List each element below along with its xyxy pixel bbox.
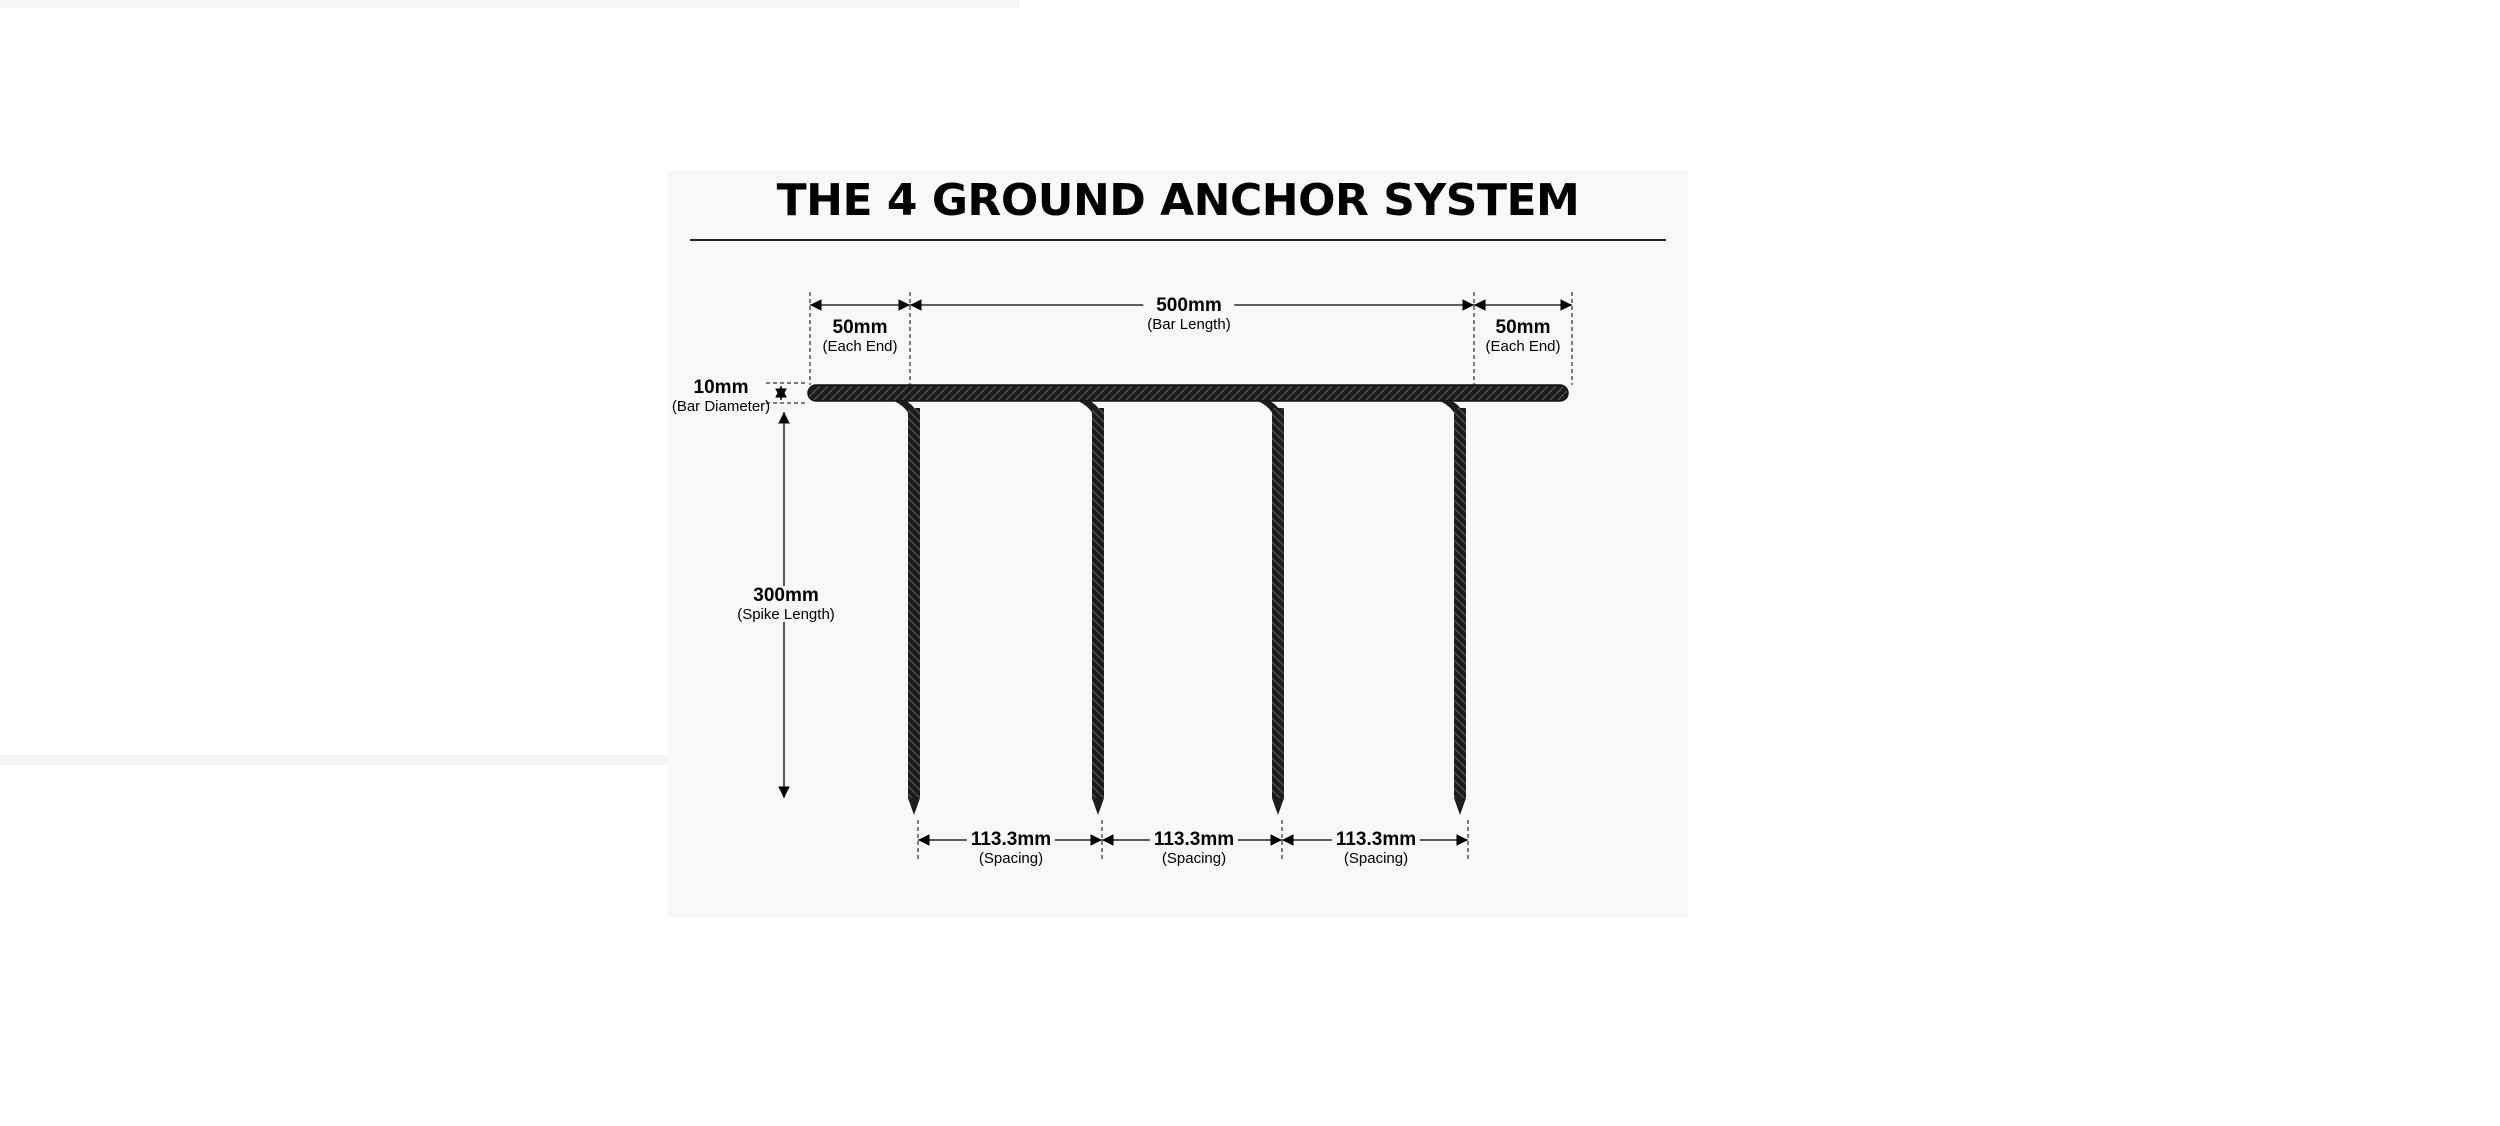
end-left-value: 50mm [832,317,888,338]
bar-diameter-value: 10mm [693,377,749,398]
spike-length-value: 300mm [753,585,819,606]
spike-4 [1440,401,1466,815]
end-left-sub: (Each End) [822,338,898,355]
spike-2 [1078,401,1104,815]
spacing-label: 113.3mm (Spacing) [966,829,1056,867]
background-strip [0,0,1020,8]
diagram-title: THE 4 GROUND ANCHOR SYSTEM [776,175,1580,226]
spacing-sub: (Spacing) [1161,850,1227,867]
diagram-panel: THE 4 GROUND ANCHOR SYSTEM [668,170,1688,918]
bar-diameter-sub: (Bar Diameter) [671,398,771,415]
background-strip [0,755,672,765]
anchor-bar [807,384,1569,402]
bar-length-value: 500mm [1156,295,1222,316]
end-right-value: 50mm [1495,317,1551,338]
bar-diameter-label: 10mm (Bar Diameter) [668,378,774,414]
spacing-value: 113.3mm [1153,829,1235,850]
spike-length-label: 300mm (Spike Length) [733,586,839,622]
end-right-label: 50mm (Each End) [1481,317,1565,355]
spacing-value: 113.3mm [1335,829,1417,850]
title-underline [690,239,1666,241]
spike-1 [894,401,920,815]
spacing-sub: (Spacing) [1343,850,1409,867]
bar-length-label: 500mm (Bar Length) [1143,295,1235,333]
anchor-drawing [766,292,1573,860]
bar-length-sub: (Bar Length) [1147,316,1231,333]
bar-diameter-dimension [766,382,808,404]
spacing-value: 113.3mm [970,829,1052,850]
spike-length-sub: (Spike Length) [737,606,835,623]
end-left-label: 50mm (Each End) [818,317,902,355]
end-right-sub: (Each End) [1485,338,1561,355]
spacing-sub: (Spacing) [978,850,1044,867]
spacing-label: 113.3mm (Spacing) [1149,829,1239,867]
spacing-label: 113.3mm (Spacing) [1331,829,1421,867]
spike-3 [1258,401,1284,815]
